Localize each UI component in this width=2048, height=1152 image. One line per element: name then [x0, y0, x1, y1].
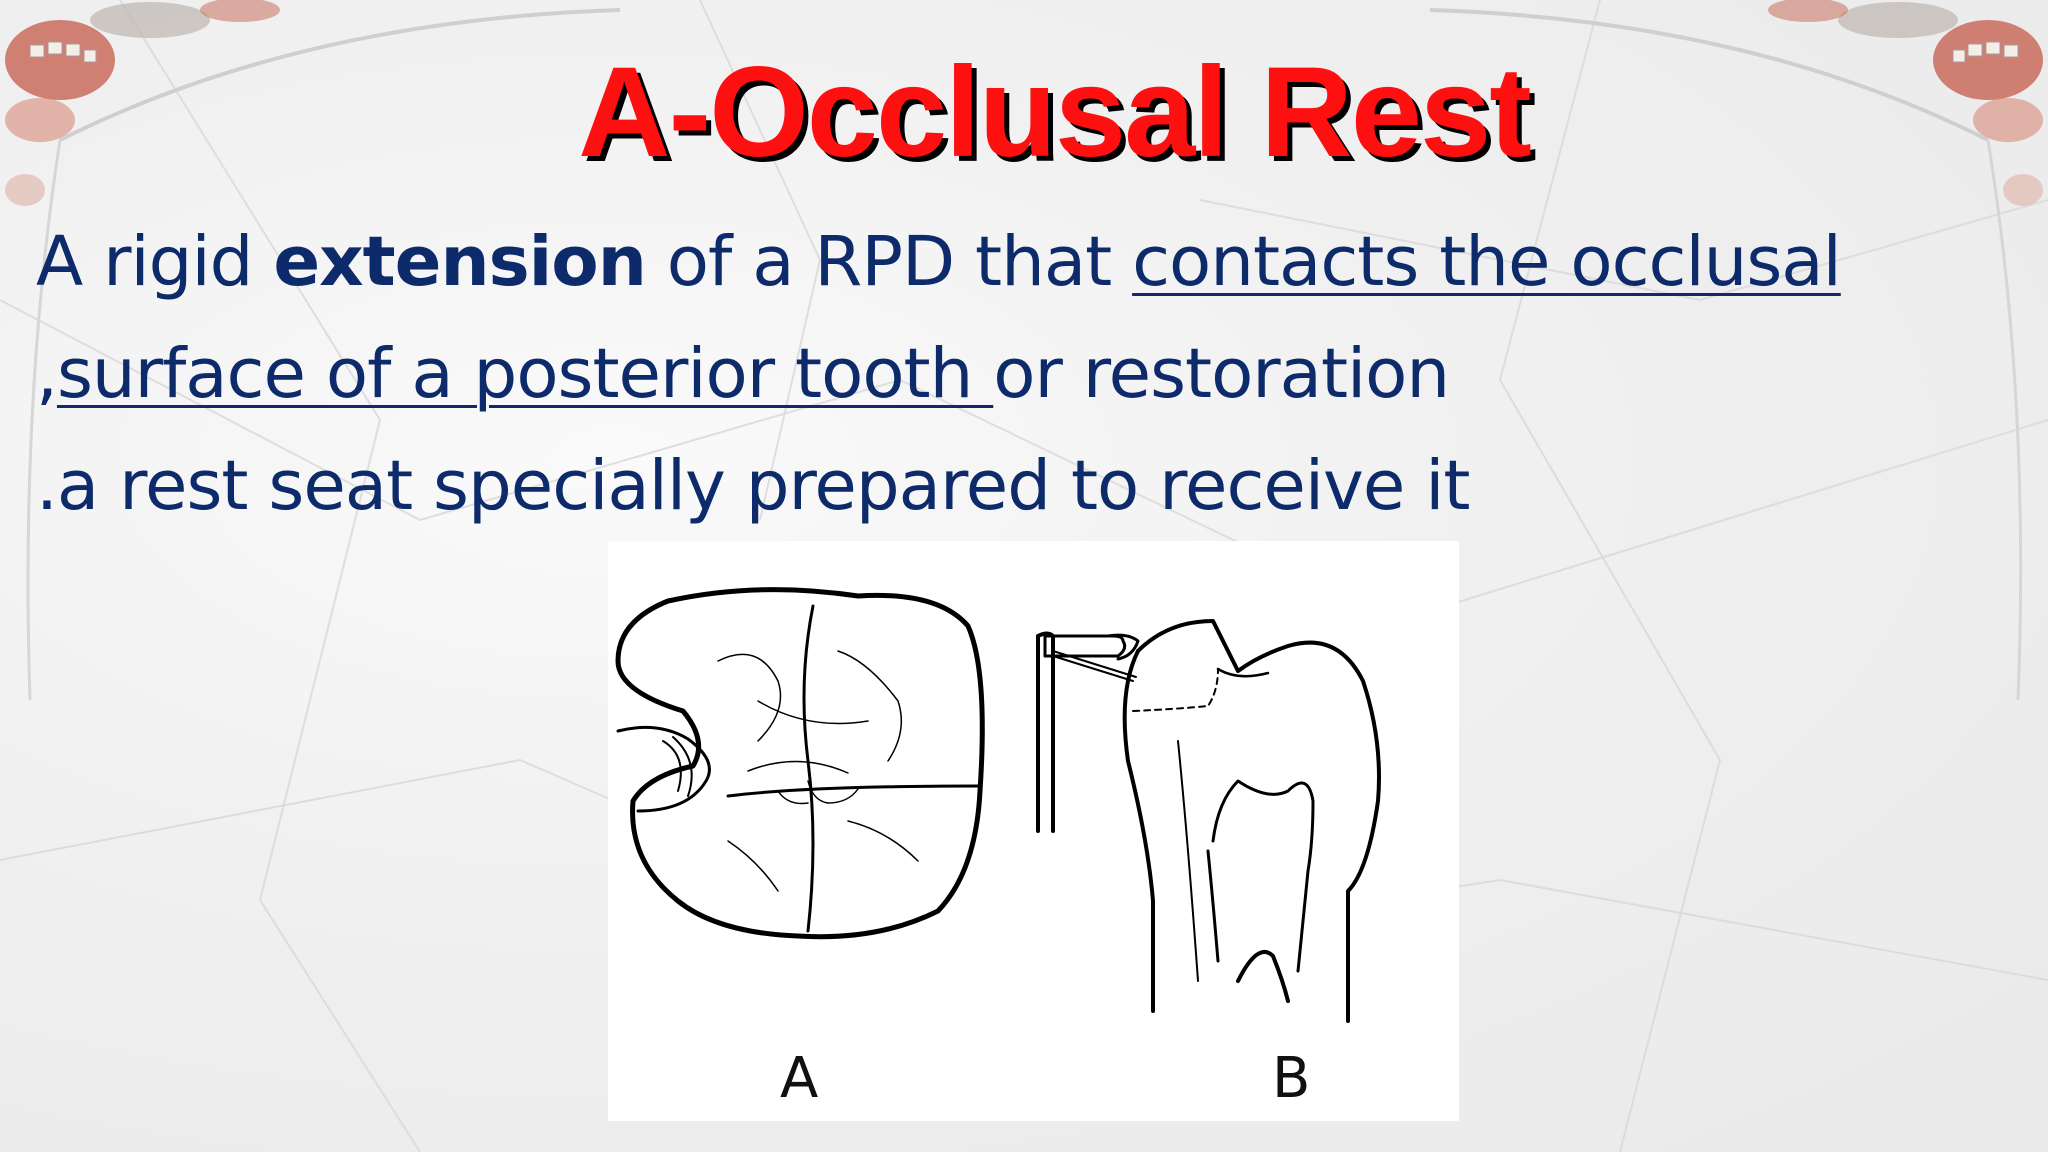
definition-line-3: .a rest seat specially prepared to recei…: [36, 446, 1470, 526]
line2-prefix: ,: [36, 334, 58, 414]
line1-bold-term: extension: [273, 222, 646, 302]
line1-part1: A rigid: [36, 222, 274, 302]
definition-line-1: A rigid extension of a RPD that contacts…: [36, 206, 2026, 318]
proximal-view-with-rest: [1036, 619, 1381, 1023]
line2-underlined: surface of a posterior tooth: [56, 334, 994, 414]
definition-text: A rigid extension of a RPD that contacts…: [36, 206, 2026, 542]
occlusal-view-molar: [615, 587, 985, 940]
figure-label-a: A: [780, 1046, 819, 1111]
slide-title: A-Occlusal Rest: [578, 41, 1532, 184]
line1-underlined: contacts the occlusal: [1132, 222, 1842, 302]
tooth-drawings: [615, 587, 1381, 1023]
line2-suffix: or restoration: [993, 334, 1450, 414]
definition-line-2: ,surface of a posterior tooth or restora…: [36, 318, 2026, 430]
denture-decoration-right: [1768, 0, 2043, 206]
figure-label-b: B: [1272, 1046, 1311, 1111]
tooth-figure: A B: [608, 541, 1459, 1121]
line1-part2: of a RPD that: [645, 222, 1133, 302]
denture-decoration-left: [5, 0, 280, 206]
